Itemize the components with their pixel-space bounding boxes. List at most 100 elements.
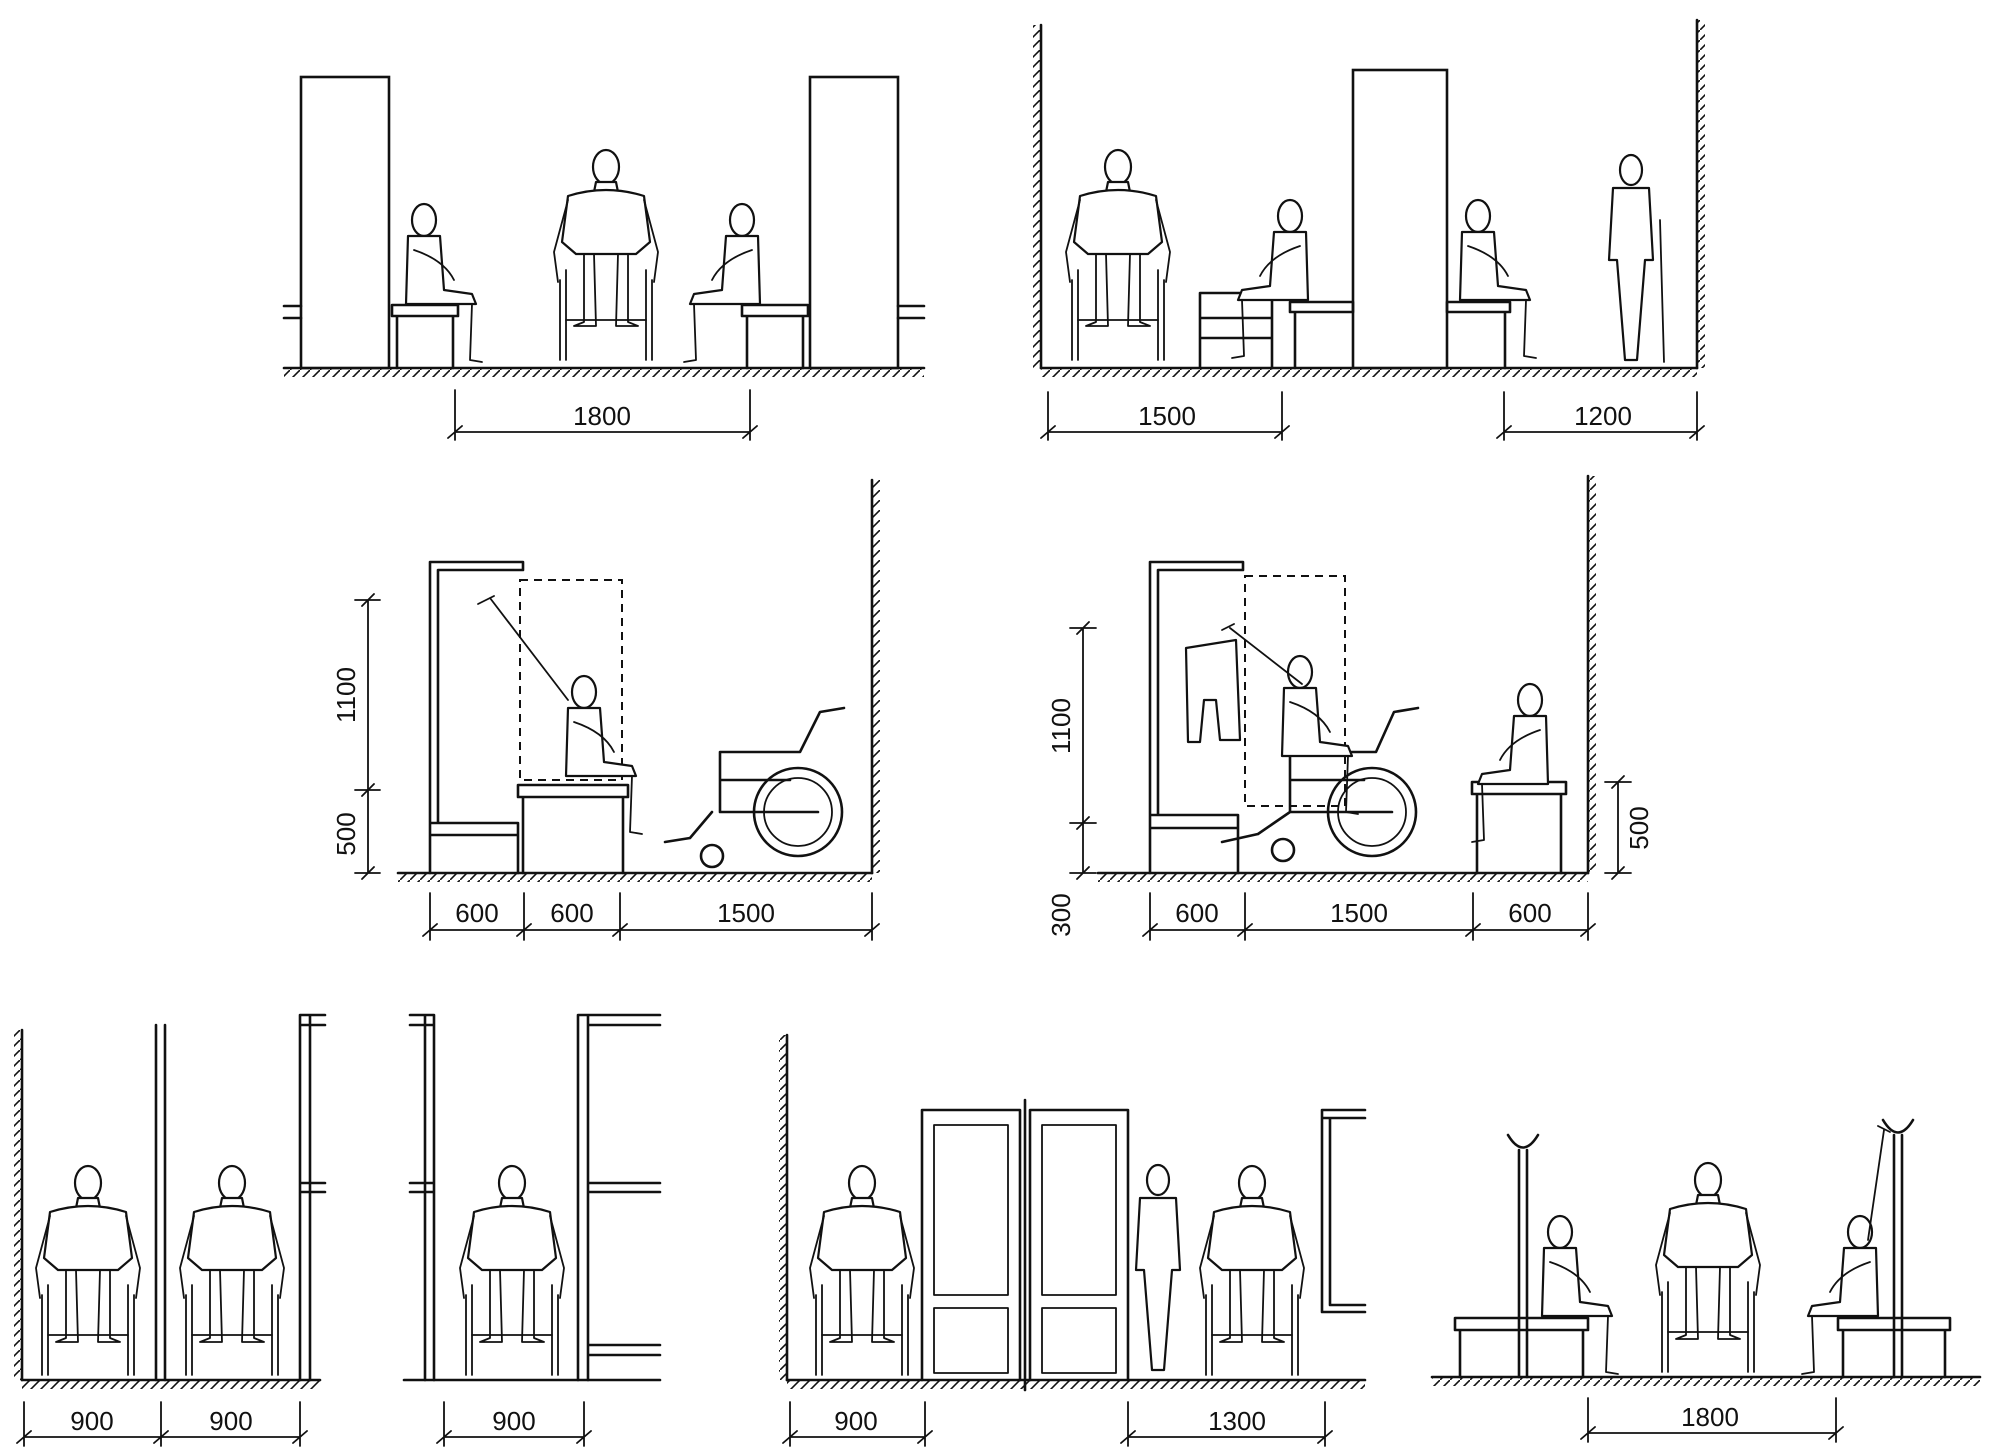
locker-door-outline: [519, 579, 623, 781]
partition: [154, 1023, 167, 1382]
dimension-line: [1040, 391, 1290, 441]
dimension-label: 600: [550, 898, 593, 928]
dimension-line: [782, 1401, 933, 1447]
wheelchair-icon: [465, 1284, 559, 1376]
panel-3: 600 600 1500 1100 500: [331, 478, 880, 941]
dimension-line: [436, 1401, 592, 1447]
floor-hatch: [1432, 1377, 1980, 1386]
panel-2: 1500 1200: [1033, 18, 1705, 441]
dimension-line: [1120, 1401, 1333, 1447]
dimension-label: 500: [1624, 806, 1654, 849]
floor-hatch: [284, 368, 924, 377]
open-locker: [428, 560, 525, 875]
coat-rack: [1881, 1118, 1915, 1379]
person-seated-icon: [404, 202, 484, 364]
panel-5: 900 900: [14, 1013, 327, 1447]
wheelchair-icon: [185, 1284, 279, 1376]
floor-hatch: [398, 873, 872, 882]
locker: [1351, 68, 1449, 370]
dimension-label: 300: [1046, 893, 1076, 936]
person-seated-icon: [1230, 198, 1310, 360]
dimension-label: 900: [834, 1406, 877, 1436]
dimension-label: 600: [1175, 898, 1218, 928]
wheelchair-user-icon: [552, 148, 660, 328]
wheelchair-icon: [1661, 1281, 1755, 1373]
locker: [299, 75, 391, 370]
hanging-clothes-icon: [1184, 638, 1242, 744]
wall-hatch: [1697, 20, 1705, 368]
locker-door-outline: [1244, 575, 1346, 807]
dimension-line: [422, 892, 880, 941]
shelving: [408, 1013, 436, 1382]
wheelchair-icon: [815, 1284, 909, 1376]
bench: [1836, 1316, 1952, 1379]
locker: [808, 75, 900, 370]
wheelchair-user-icon: [178, 1164, 286, 1344]
person-seated-icon: [1800, 1214, 1880, 1376]
floor-hatch: [787, 1380, 1365, 1389]
dimension-line-vertical: [354, 593, 381, 880]
dimension-line: [1142, 892, 1596, 941]
bench: [1288, 300, 1355, 370]
wheelchair-icon: [1071, 269, 1165, 361]
person-seated-icon: [1470, 682, 1550, 844]
dimension-label: 1500: [1138, 401, 1196, 431]
dimension-line: [16, 1401, 308, 1447]
dimension-label: 1800: [573, 401, 631, 431]
dimension-label: 600: [455, 898, 498, 928]
dimension-line-vertical: [1604, 775, 1632, 880]
shelving: [576, 1013, 662, 1382]
person-reaching-icon: [564, 674, 644, 836]
person-seated-icon: [1540, 1214, 1620, 1376]
floor-hatch: [1098, 873, 1588, 882]
panel-8: 1800: [1430, 1118, 1982, 1443]
dimension-line: [1496, 391, 1705, 441]
wall-hatch: [779, 1035, 787, 1380]
shelving: [1320, 1108, 1367, 1314]
wheelchair-side-icon: [663, 706, 846, 869]
wall-hatch: [1033, 25, 1041, 368]
wall-hatch: [14, 1030, 22, 1380]
wheelchair-side-icon: [1220, 706, 1420, 863]
dimension-label: 1300: [1208, 1406, 1266, 1436]
dimension-label: 500: [331, 812, 361, 855]
wall-hatch: [872, 480, 880, 873]
wheelchair-icon: [559, 269, 653, 361]
wheelchair-icon: [1205, 1284, 1299, 1376]
wheelchair-user-icon: [458, 1164, 566, 1344]
bench: [1445, 300, 1512, 370]
panel-4: 600 1500 600 1100 300 500: [1046, 474, 1654, 941]
coat-rack: [1506, 1133, 1540, 1379]
wheelchair-user-icon: [34, 1164, 142, 1344]
dimension-label: 900: [70, 1406, 113, 1436]
standing-person-with-cane-icon: [1607, 153, 1655, 362]
dimension-label: 1500: [717, 898, 775, 928]
wheelchair-user-icon: [1064, 148, 1172, 328]
locker-bank: [920, 1098, 1130, 1392]
dimension-label: 900: [492, 1406, 535, 1436]
dimension-line: [1580, 1397, 1844, 1443]
standing-person-icon: [1134, 1163, 1182, 1372]
dimension-label: 900: [209, 1406, 252, 1436]
wall-hatch: [1588, 476, 1596, 873]
panel-1: 1800: [282, 75, 926, 441]
wheelchair-user-icon: [1654, 1161, 1762, 1341]
dimension-label: 1100: [331, 667, 361, 723]
wheelchair-user-icon: [1198, 1164, 1306, 1344]
panel-7: 900 1300: [779, 1033, 1367, 1447]
wheelchair-user-icon: [1280, 654, 1360, 816]
person-seated-icon: [1458, 198, 1538, 360]
dimension-label: 1500: [1330, 898, 1388, 928]
bench: [1453, 1316, 1590, 1379]
dimension-line-vertical: [1069, 621, 1097, 880]
floor-hatch: [22, 1380, 320, 1389]
dimension-label: 1800: [1681, 1402, 1739, 1432]
dimension-label: 600: [1508, 898, 1551, 928]
wheelchair-user-icon: [808, 1164, 916, 1344]
dimension-line: [447, 389, 758, 441]
bench: [740, 303, 810, 370]
dimension-label: 1100: [1046, 698, 1076, 754]
floor-hatch: [1041, 368, 1697, 377]
bench: [516, 783, 630, 875]
wheelchair-icon: [41, 1284, 135, 1376]
